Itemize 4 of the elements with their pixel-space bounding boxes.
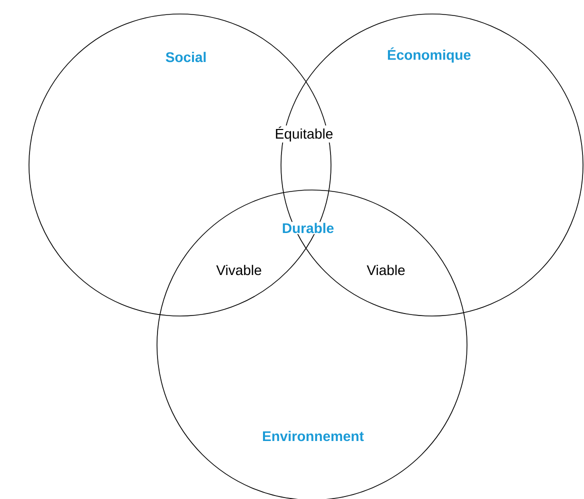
region-label: Viable: [366, 264, 406, 276]
region-label: Équitable: [274, 125, 334, 143]
region-label: Durable: [280, 222, 336, 234]
region-label: Vivable: [215, 264, 263, 276]
